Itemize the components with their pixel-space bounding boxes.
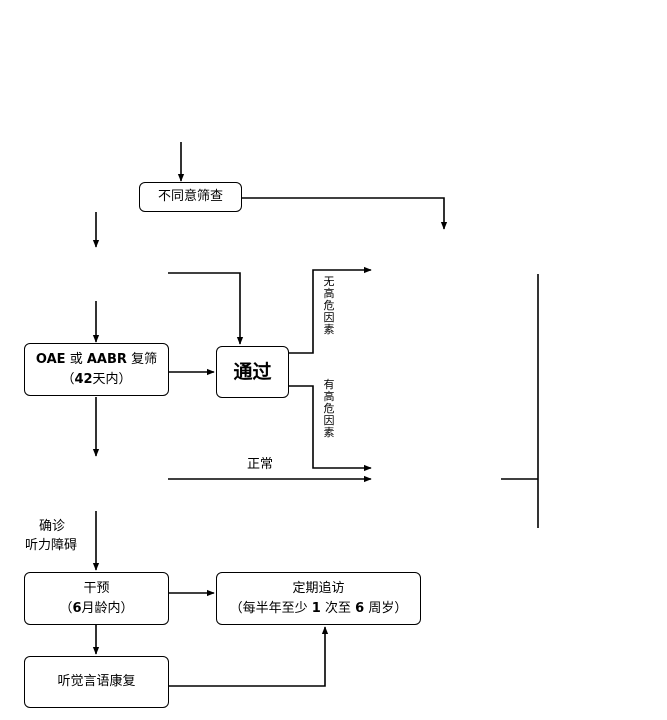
no-risk-char: 素 <box>323 323 335 336</box>
arrow-pass-has-risk <box>289 385 372 472</box>
rescreen-or: 或 <box>69 351 83 367</box>
has-risk-char: 有 <box>323 378 335 391</box>
has-risk-char: 素 <box>323 426 335 439</box>
intervention-month-number: 6 <box>72 600 82 616</box>
has-risk-factor-label: 有 高 危 因 素 <box>323 379 335 439</box>
arrow-pass-no-risk <box>289 266 372 354</box>
followup-number-1: 1 <box>311 600 321 616</box>
intervention-box: 干预 （6月龄内） <box>24 572 169 625</box>
diagnosis-line2: 听力障碍 <box>25 538 78 553</box>
no-risk-char: 因 <box>323 311 335 324</box>
followup-text-a: （每半年至少 <box>229 600 308 616</box>
diagnosis-line1: 确诊 <box>39 519 66 534</box>
rescreen-days-number: 42 <box>74 371 93 387</box>
rehab-box: 听觉言语康复 <box>24 656 169 708</box>
rescreen-days-suffix: 天内） <box>92 371 132 387</box>
followup-number-6: 6 <box>355 600 365 616</box>
intervention-month-suffix: 月龄内） <box>81 600 134 616</box>
rescreen-line2: （42天内） <box>61 370 131 390</box>
followup-text-e: 周岁） <box>368 600 408 616</box>
rescreen-oae: OAE <box>35 351 66 367</box>
intervention-line1: 干预 <box>83 580 110 596</box>
intervention-paren-open: （ <box>59 600 73 616</box>
arrow-into-pass-top <box>168 272 244 345</box>
followup-line2: （每半年至少 1 次至 6 周岁） <box>230 599 408 619</box>
no-risk-char: 无 <box>323 275 335 288</box>
rescreen-paren-open: （ <box>61 371 75 387</box>
rescreen-aabr: AABR <box>86 351 127 367</box>
refuse-screening-label: 不同意筛查 <box>157 189 223 204</box>
followup-box: 定期追访 （每半年至少 1 次至 6 周岁） <box>216 572 421 625</box>
normal-label: 正常 <box>247 457 274 472</box>
followup-line1: 定期追访 <box>292 580 345 596</box>
pass-label: 通过 <box>233 361 272 383</box>
no-risk-char: 高 <box>323 287 335 300</box>
arrow-rehab-to-followup <box>169 626 329 687</box>
has-risk-char: 高 <box>323 390 335 403</box>
rescreen-recheck: 复筛 <box>131 351 158 367</box>
has-risk-char: 危 <box>323 402 335 415</box>
followup-text-c: 次至 <box>324 600 351 616</box>
arrow-refuse-right <box>242 197 448 230</box>
refuse-screening-box: 不同意筛查 <box>139 182 242 212</box>
rescreen-box: OAE 或 AABR 复筛 （42天内） <box>24 343 169 396</box>
rescreen-line1: OAE 或 AABR 复筛 <box>36 350 157 370</box>
rehab-label: 听觉言语康复 <box>57 674 136 689</box>
no-risk-char: 危 <box>323 299 335 312</box>
pass-box: 通过 <box>216 346 289 398</box>
intervention-line2: （6月龄内） <box>59 599 133 619</box>
has-risk-char: 因 <box>323 414 335 427</box>
no-risk-factor-label: 无 高 危 因 素 <box>323 276 335 336</box>
